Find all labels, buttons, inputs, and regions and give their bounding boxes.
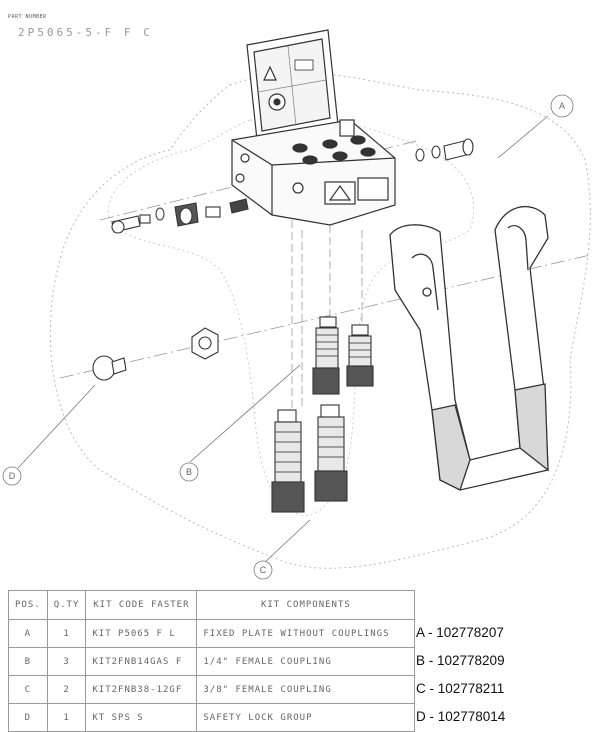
cell-kit-code: KT SPS S: [85, 703, 198, 732]
part-number: 2P5065-5-F F C: [18, 26, 153, 39]
order-codes-list: A - 102778207 B - 102778209 C - 10277821…: [416, 619, 505, 731]
header-pos: POS.: [8, 590, 48, 620]
cell-qty: 3: [46, 647, 87, 676]
cell-pos: B: [8, 647, 48, 676]
cell-kit-code: KIT2FNB38-12GF: [85, 675, 198, 704]
coupling: [312, 316, 340, 395]
mounting-bracket: [389, 206, 549, 491]
callout-a: A: [550, 94, 574, 118]
coupling: [314, 404, 348, 502]
cell-kit-code: KIT2FNB14GAS F: [85, 647, 198, 676]
quarter-inch-couplings: [312, 316, 374, 395]
outline-contour: [49, 72, 591, 569]
cell-kit-components: SAFETY LOCK GROUP: [196, 703, 416, 732]
leader-line: [497, 115, 549, 159]
cell-kit-components: 1/4" FEMALE COUPLING: [196, 647, 416, 676]
header-kit-components: KIT COMPONENTS: [196, 590, 416, 620]
leader-line: [17, 384, 96, 469]
order-code-a: A - 102778207: [416, 625, 504, 640]
table-row: D 1 KT SPS S SAFETY LOCK GROUP: [8, 703, 416, 732]
cell-kit-code: KIT P5065 F L: [85, 619, 198, 648]
side-bolt: [415, 138, 474, 162]
header-qty: Q.TY: [46, 590, 87, 620]
fixed-plate-body: [231, 119, 396, 226]
svg-text:A: A: [559, 101, 565, 111]
leader-line: [264, 519, 311, 563]
coupling: [346, 324, 374, 387]
cell-kit-components: 3/8" FEMALE COUPLING: [196, 675, 416, 704]
callout-c: C: [253, 560, 273, 580]
cell-qty: 2: [46, 675, 87, 704]
leader-line: [189, 364, 301, 463]
callout-b: B: [179, 462, 199, 482]
table-row: A 1 KIT P5065 F L FIXED PLATE WITHOUT CO…: [8, 619, 416, 648]
cell-kit-components: FIXED PLATE WITHOUT COUPLINGS: [196, 619, 416, 648]
table-row: B 3 KIT2FNB14GAS F 1/4" FEMALE COUPLING: [8, 647, 416, 676]
three-eighth-couplings: [271, 404, 348, 513]
cell-pos: D: [8, 703, 48, 732]
table-row: C 2 KIT2FNB38-12GF 3/8" FEMALE COUPLING: [8, 675, 416, 704]
svg-text:B: B: [186, 467, 192, 477]
table-header-row: POS. Q.TY KIT CODE FASTER KIT COMPONENTS: [8, 590, 416, 620]
svg-text:D: D: [9, 471, 16, 481]
dust-cover: [246, 29, 339, 141]
safety-lock-parts: [92, 327, 219, 381]
order-code-d: D - 102778014: [416, 709, 506, 724]
outline-contour-inner: [108, 116, 475, 516]
order-code-b: B - 102778209: [416, 653, 505, 668]
coupling: [271, 409, 305, 513]
cell-pos: A: [8, 619, 48, 648]
header-kit-code: KIT CODE FASTER: [85, 590, 198, 620]
callout-d: D: [2, 466, 22, 486]
exploded-view-drawing: A B C D: [2, 29, 591, 580]
side-fittings: [111, 198, 249, 234]
order-code-c: C - 102778211: [416, 681, 505, 696]
cell-pos: C: [8, 675, 48, 704]
parts-table: POS. Q.TY KIT CODE FASTER KIT COMPONENTS…: [8, 590, 416, 732]
svg-text:C: C: [260, 565, 267, 575]
cell-qty: 1: [46, 703, 87, 732]
part-number-caption: PART NUMBER: [8, 14, 47, 20]
cell-qty: 1: [46, 619, 87, 648]
